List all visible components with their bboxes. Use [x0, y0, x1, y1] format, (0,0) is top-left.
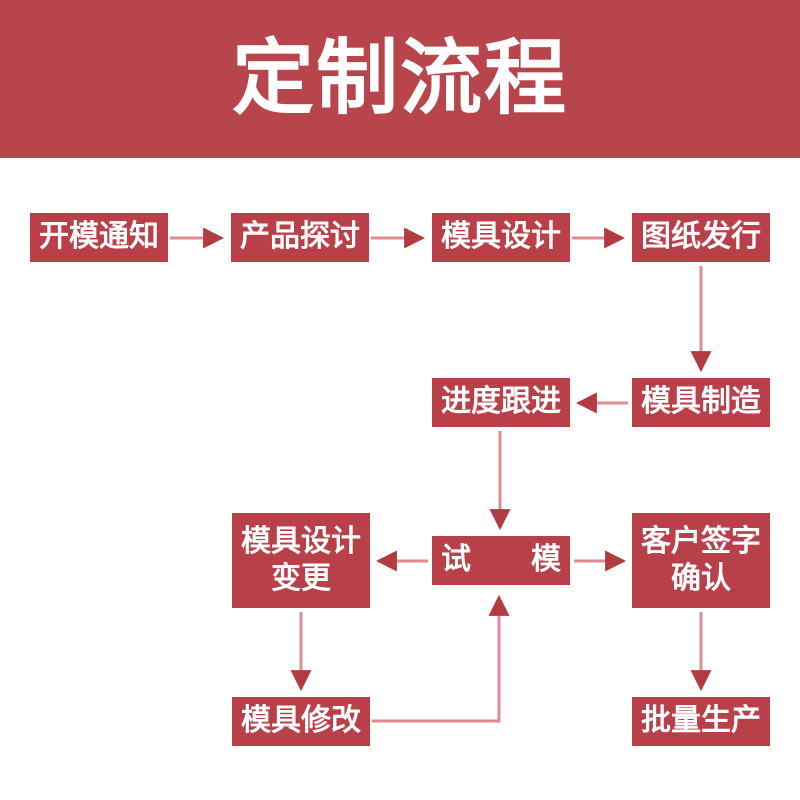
node-label-line2: 确认 — [671, 561, 731, 595]
node-label: 模具设计 — [441, 220, 561, 254]
node-kaimo-tongzhi[interactable]: 开模通知 — [30, 213, 168, 262]
node-label-line1: 模具设计 — [241, 524, 361, 558]
node-label: 图纸发行 — [641, 220, 761, 254]
node-label-line2: 变更 — [271, 561, 331, 595]
node-chanpin-tantao[interactable]: 产品探讨 — [231, 213, 369, 262]
node-label: 批量生产 — [641, 704, 761, 738]
node-label: 模具制造 — [641, 385, 761, 419]
node-label: 产品探讨 — [240, 220, 360, 254]
node-muju-zhizao[interactable]: 模具制造 — [632, 378, 770, 427]
node-label: 开模通知 — [39, 220, 159, 254]
node-tuzhi-faxing[interactable]: 图纸发行 — [632, 213, 770, 262]
node-muju-sheji-biangeng[interactable]: 模具设计 变更 — [232, 513, 370, 608]
node-label: 模具修改 — [241, 704, 361, 738]
node-shimo[interactable]: 试 模 — [432, 536, 570, 585]
node-jindu-genjin[interactable]: 进度跟进 — [432, 378, 570, 427]
node-piliang-shengchan[interactable]: 批量生产 — [632, 697, 770, 746]
page-title: 定制流程 — [231, 33, 568, 124]
node-label-line1: 客户签字 — [641, 524, 761, 558]
node-label: 进度跟进 — [441, 385, 561, 419]
edge-n10-n8 — [372, 594, 510, 723]
node-muju-sheji[interactable]: 模具设计 — [432, 213, 570, 262]
node-label: 试 模 — [441, 543, 561, 577]
header-banner: 定制流程 — [0, 0, 800, 158]
node-kehu-qianzi-queren[interactable]: 客户签字 确认 — [632, 513, 770, 608]
node-muju-xiugai[interactable]: 模具修改 — [232, 697, 370, 746]
